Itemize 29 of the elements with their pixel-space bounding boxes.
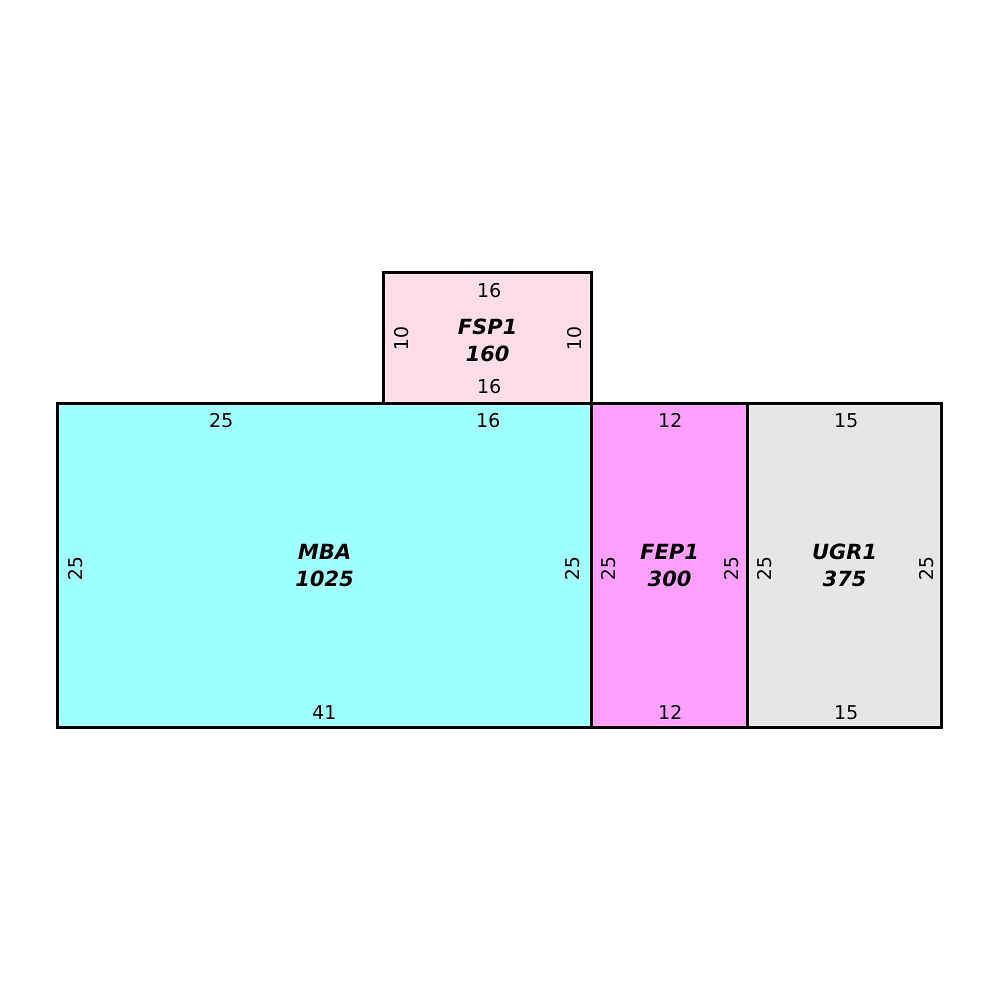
area-value: 300 [648, 566, 692, 593]
dimension-label: 12 [658, 411, 682, 431]
dimension-label: 10 [565, 326, 585, 350]
room-name: MBA [298, 539, 352, 566]
dimension-label: 16 [477, 377, 502, 397]
dimension-label: 25 [599, 556, 619, 580]
room-name: UGR1 [812, 539, 878, 566]
area-value: 1025 [295, 566, 354, 593]
room-box [56, 402, 593, 729]
dimension-label: 25 [722, 556, 742, 580]
dimension-label: 41 [312, 703, 336, 723]
room-name: FEP1 [640, 539, 699, 566]
area-value: 375 [822, 566, 866, 593]
room-box [746, 402, 943, 729]
dimension-label: 10 [392, 326, 412, 350]
dimension-label: 25 [209, 411, 234, 431]
dimension-label: 16 [476, 411, 500, 431]
room-box [590, 402, 749, 729]
dimension-label: 15 [834, 411, 858, 431]
dimension-label: 25 [563, 556, 583, 580]
dimension-label: 12 [658, 703, 682, 723]
dimension-label: 25 [755, 556, 775, 580]
area-value: 160 [466, 341, 510, 368]
dimension-label: 15 [834, 703, 858, 723]
room-box [382, 271, 593, 405]
dimension-label: 16 [477, 281, 502, 301]
dimension-label: 25 [66, 556, 86, 580]
dimension-label: 25 [917, 556, 937, 580]
room-name: FSP1 [458, 314, 518, 341]
